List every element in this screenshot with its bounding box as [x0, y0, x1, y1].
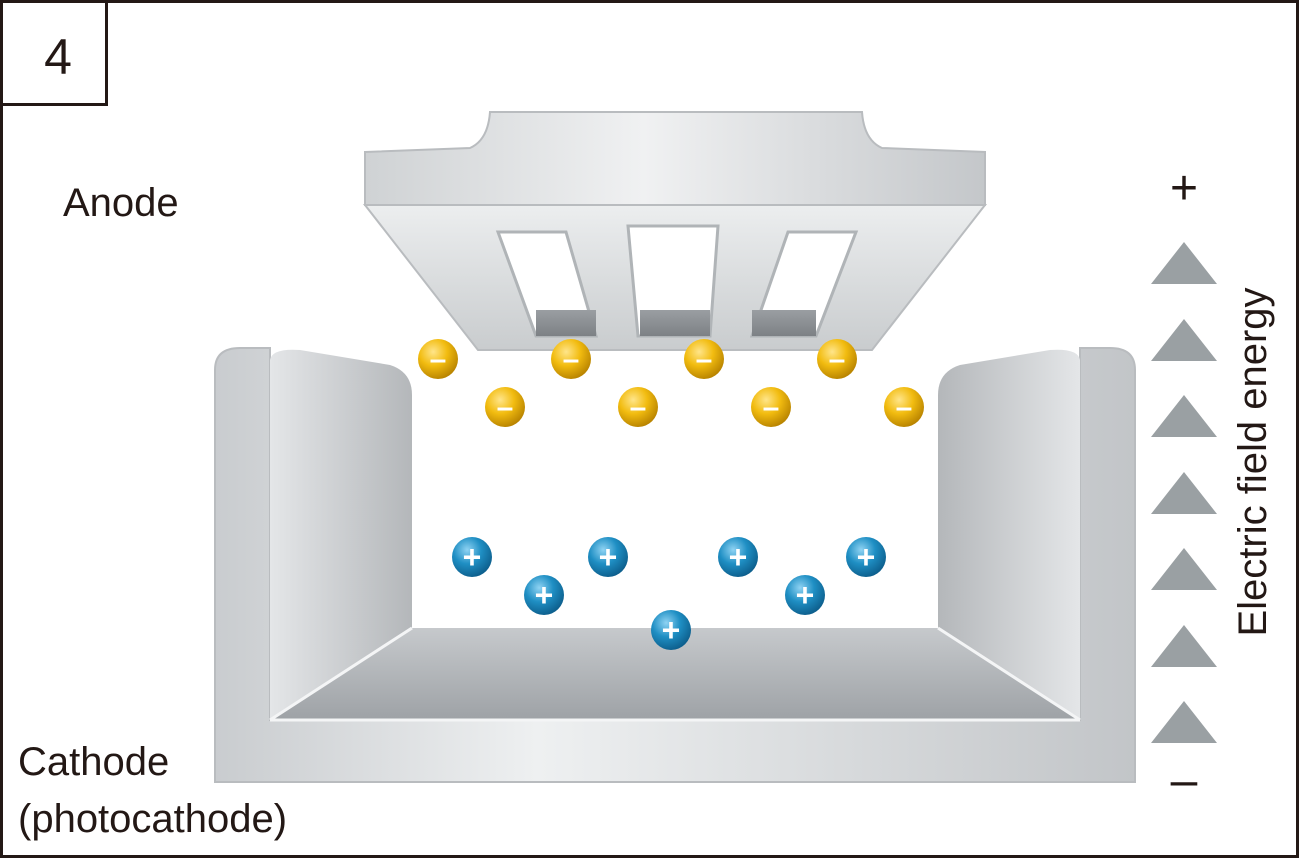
up-arrow-icon	[1151, 242, 1217, 284]
minus-sign: –	[1171, 754, 1198, 807]
ion: +	[846, 537, 886, 577]
svg-text:–: –	[829, 343, 846, 376]
ion: +	[524, 575, 564, 615]
svg-text:–: –	[630, 391, 647, 424]
up-arrow-icon	[1151, 625, 1217, 667]
electron: –	[884, 387, 924, 427]
ion: +	[588, 537, 628, 577]
electron: –	[684, 339, 724, 379]
up-arrow-icon	[1151, 472, 1217, 514]
up-arrow-icon	[1151, 701, 1217, 743]
svg-text:–: –	[696, 343, 713, 376]
energy-scale: + – Electric field energy	[1151, 162, 1275, 807]
svg-text:–: –	[763, 391, 780, 424]
cathode-label: Cathode	[18, 740, 169, 784]
svg-text:+: +	[535, 577, 554, 613]
ion: +	[452, 537, 492, 577]
plus-sign: +	[1170, 162, 1198, 215]
electron: –	[618, 387, 658, 427]
ion: +	[718, 537, 758, 577]
ion: +	[651, 610, 691, 650]
svg-text:+: +	[463, 539, 482, 575]
ion: +	[785, 575, 825, 615]
photocathode-label: (photocathode)	[18, 797, 287, 841]
up-arrow-icon	[1151, 548, 1217, 590]
svg-text:–: –	[430, 343, 447, 376]
electron: –	[485, 387, 525, 427]
svg-text:–: –	[497, 391, 514, 424]
anode	[362, 111, 988, 351]
anode-label: Anode	[63, 181, 179, 225]
electrons: – – – – – – – –	[418, 339, 924, 427]
step-number: 4	[44, 29, 72, 85]
energy-axis-label: Electric field energy	[1231, 287, 1275, 636]
energy-arrows	[1151, 242, 1217, 743]
svg-text:–: –	[563, 343, 580, 376]
up-arrow-icon	[1151, 395, 1217, 437]
electron: –	[551, 339, 591, 379]
ions: + + + + + + +	[452, 537, 886, 650]
electron: –	[817, 339, 857, 379]
svg-text:+: +	[662, 612, 681, 648]
step-number-box: 4	[0, 0, 108, 106]
cathode	[214, 347, 1136, 783]
electron: –	[751, 387, 791, 427]
electron: –	[418, 339, 458, 379]
svg-text:+: +	[599, 539, 618, 575]
up-arrow-icon	[1151, 319, 1217, 361]
svg-text:+: +	[857, 539, 876, 575]
svg-text:+: +	[729, 539, 748, 575]
svg-text:+: +	[796, 577, 815, 613]
svg-text:–: –	[896, 391, 913, 424]
